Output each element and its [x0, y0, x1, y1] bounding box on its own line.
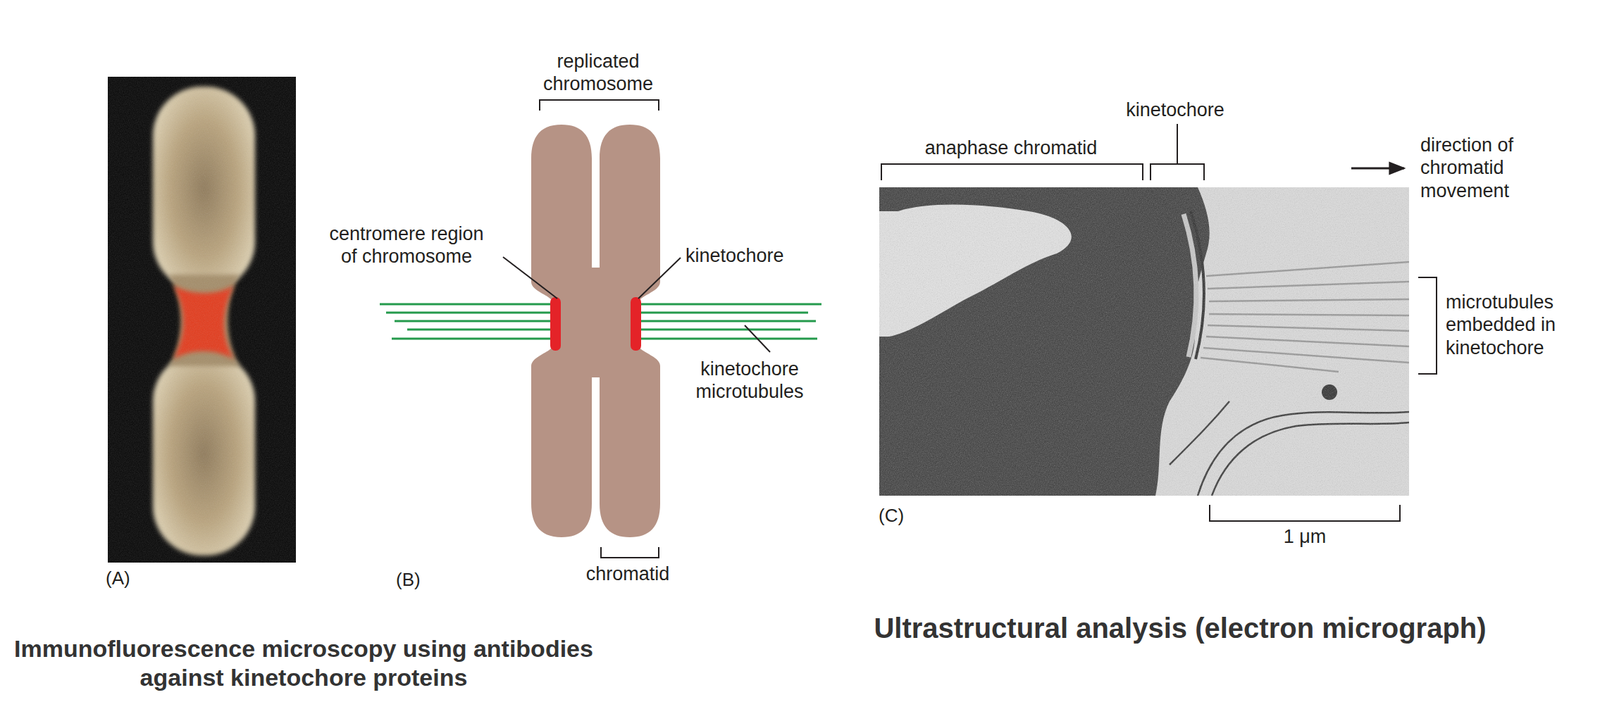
callout-lines — [503, 100, 771, 558]
bracket-label: anaphase chromatid — [925, 136, 1098, 160]
kinetochore-plate — [550, 297, 561, 351]
leader-line — [503, 257, 558, 299]
bracket — [539, 100, 659, 111]
kinetochore-plate — [630, 297, 642, 351]
bracket — [881, 164, 1143, 181]
microtubule — [637, 320, 816, 323]
direction-arrow — [1351, 167, 1405, 170]
bracket — [600, 547, 659, 558]
microtubule — [407, 329, 554, 332]
microtubule — [386, 312, 554, 315]
leader-line — [638, 257, 681, 299]
bracket — [1418, 277, 1437, 375]
microtubule — [394, 320, 554, 323]
electron-micrograph — [879, 187, 1410, 496]
microtubule — [637, 329, 801, 332]
dark-ground — [107, 76, 296, 563]
chromatid-shape — [531, 124, 592, 538]
centromere-bridge — [588, 267, 603, 378]
microtubule — [637, 338, 818, 341]
panel-letter: (A) — [105, 567, 131, 590]
bracket-label: kinetochore — [1125, 98, 1225, 122]
leader-label: centromere region of chromosome — [324, 222, 490, 269]
panel-letter: (C) — [878, 505, 904, 527]
microtubule — [637, 312, 809, 315]
leader-line — [744, 325, 771, 353]
leader-label: kinetochore — [685, 244, 785, 268]
bracket — [1150, 123, 1205, 181]
bracket-label: microtubules embedded in kinetochore — [1445, 290, 1580, 360]
leader-label: kinetochore microtubules — [682, 357, 817, 404]
fluorescence-panel — [107, 76, 296, 563]
chromosome-schematic — [379, 100, 822, 558]
micrograph-grain — [879, 187, 1410, 496]
bracket-label: replicated chromosome — [534, 50, 662, 96]
micrograph-ground — [879, 187, 1410, 496]
microtubule — [637, 303, 822, 306]
image-grain — [107, 76, 296, 563]
panel-letter: (B) — [395, 569, 421, 592]
microtubule — [379, 303, 554, 306]
panel-caption: Immunofluorescence microscopy using anti… — [11, 634, 597, 693]
microtubule — [391, 338, 554, 341]
stained-chromosome — [107, 76, 296, 563]
panel-caption: Ultrastructural analysis (electron micro… — [873, 611, 1486, 646]
micrograph-callouts — [881, 123, 1437, 522]
arrow-label: direction of chromatid movement — [1420, 133, 1548, 203]
scale-label: 1 μm — [1283, 525, 1327, 549]
scale-bar — [1209, 505, 1400, 522]
chromatid-shape — [599, 124, 661, 538]
bracket-label: chromatid — [586, 562, 671, 586]
